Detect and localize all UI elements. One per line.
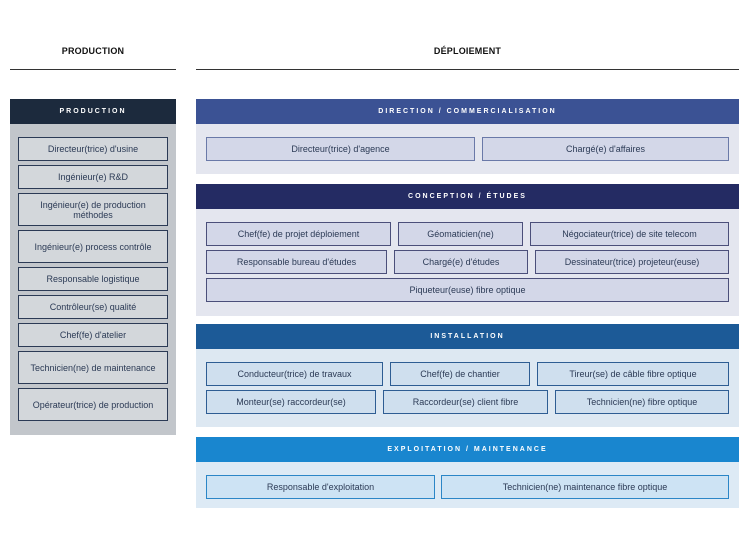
- role-box: Raccordeur(se) client fibre: [383, 390, 548, 414]
- direction-panel-body: Directeur(trice) d'agence Chargé(e) d'af…: [196, 124, 739, 174]
- production-panel-body: Directeur(trice) d'usine Ingénieur(e) R&…: [10, 124, 176, 435]
- role-box: Ingénieur(e) R&D: [18, 165, 168, 189]
- exploitation-panel: EXPLOITATION / MAINTENANCE Responsable d…: [196, 437, 739, 508]
- production-column-heading: PRODUCTION: [61, 46, 125, 56]
- role-box: Ingénieur(e) process contrôle: [18, 230, 168, 263]
- role-box: Opérateur(trice) de production: [18, 388, 168, 421]
- role-box: Monteur(se) raccordeur(se): [206, 390, 376, 414]
- direction-panel: DIRECTION / COMMERCIALISATION Directeur(…: [196, 99, 739, 174]
- role-box: Dessinateur(trice) projeteur(euse): [535, 250, 729, 274]
- conception-panel-body: Chef(fe) de projet déploiement Géomatici…: [196, 209, 739, 316]
- deploiement-heading-rule: [196, 69, 739, 70]
- role-box: Géomaticien(ne): [398, 222, 523, 246]
- role-box: Responsable bureau d'études: [206, 250, 387, 274]
- production-panel-header: PRODUCTION: [10, 99, 176, 124]
- role-box: Chargé(e) d'affaires: [482, 137, 729, 161]
- role-box: Responsable d'exploitation: [206, 475, 435, 499]
- role-box: Conducteur(trice) de travaux: [206, 362, 383, 386]
- deploiement-column-heading: DÉPLOIEMENT: [433, 46, 502, 56]
- role-box: Ingénieur(e) de production méthodes: [18, 193, 168, 226]
- installation-panel-header: INSTALLATION: [196, 324, 739, 349]
- role-box: Chef(fe) d'atelier: [18, 323, 168, 347]
- role-box: Technicien(ne) maintenance fibre optique: [441, 475, 729, 499]
- role-box: Tireur(se) de câble fibre optique: [537, 362, 729, 386]
- role-box: Responsable logistique: [18, 267, 168, 291]
- role-box: Piqueteur(euse) fibre optique: [206, 278, 729, 302]
- role-box: Directeur(trice) d'usine: [18, 137, 168, 161]
- exploitation-panel-body: Responsable d'exploitation Technicien(ne…: [196, 462, 739, 508]
- exploitation-panel-header: EXPLOITATION / MAINTENANCE: [196, 437, 739, 462]
- role-box: Technicien(ne) de maintenance: [18, 351, 168, 384]
- role-box: Négociateur(trice) de site telecom: [530, 222, 729, 246]
- conception-panel-header: CONCEPTION / ÉTUDES: [196, 184, 739, 209]
- role-box: Contrôleur(se) qualité: [18, 295, 168, 319]
- role-box: Chargé(e) d'études: [394, 250, 528, 274]
- production-heading-rule: [10, 69, 176, 70]
- role-box: Chef(fe) de chantier: [390, 362, 530, 386]
- production-panel: PRODUCTION Directeur(trice) d'usine Ingé…: [10, 99, 176, 435]
- conception-panel: CONCEPTION / ÉTUDES Chef(fe) de projet d…: [196, 184, 739, 316]
- role-box: Chef(fe) de projet déploiement: [206, 222, 391, 246]
- role-box: Technicien(ne) fibre optique: [555, 390, 729, 414]
- installation-panel: INSTALLATION Conducteur(trice) de travau…: [196, 324, 739, 427]
- installation-panel-body: Conducteur(trice) de travaux Chef(fe) de…: [196, 349, 739, 427]
- direction-panel-header: DIRECTION / COMMERCIALISATION: [196, 99, 739, 124]
- role-box: Directeur(trice) d'agence: [206, 137, 475, 161]
